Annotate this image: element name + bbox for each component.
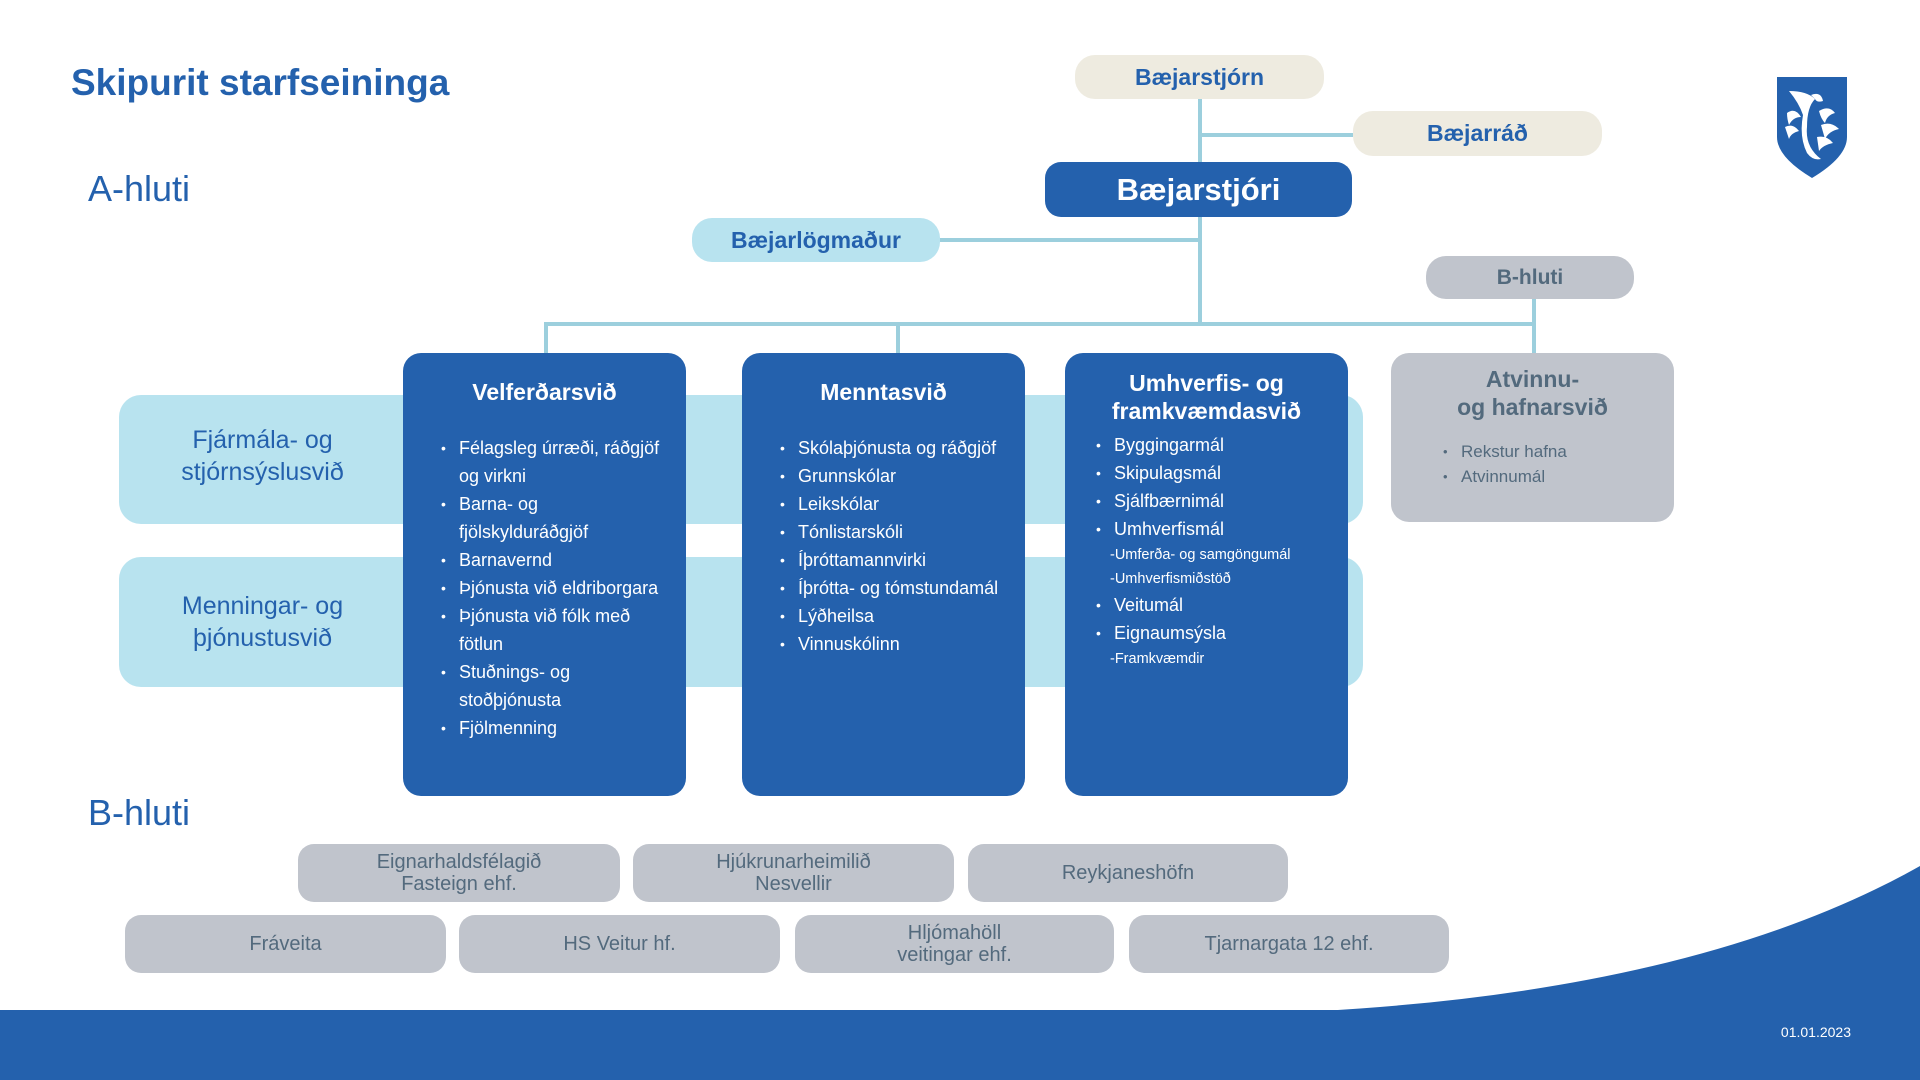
connector-board	[1200, 133, 1353, 137]
b-entity-line2: Fasteign ehf.	[401, 873, 517, 895]
division-title: Menntasvið	[820, 379, 947, 405]
section-label-b: B-hluti	[88, 792, 191, 833]
division-welfare[interactable]: Velferðarsvið Félagsleg úrræði, ráðgjöf …	[403, 353, 686, 796]
footer-bar	[0, 1010, 1920, 1080]
division-items: Félagsleg úrræði, ráðgjöf og virkni Barn…	[419, 434, 670, 742]
division-title-line2: og hafnarsvið	[1457, 394, 1608, 420]
division-subitem: -Framkvæmdir	[1110, 651, 1205, 667]
division-item: Veitumál	[1096, 591, 1332, 619]
connector-velferd	[544, 322, 548, 354]
division-item-text: Eignaumsýsla	[1114, 623, 1227, 643]
division-title-line2: framkvæmdasvið	[1111, 398, 1302, 424]
connector-mennta	[896, 322, 900, 354]
division-item: Eignaumsýsla -Framkvæmdir	[1096, 619, 1332, 671]
connector-b-part	[1532, 299, 1536, 354]
footer-date: 01.01.2023	[1780, 1024, 1851, 1040]
division-item: Þjónusta við eldriborgara	[441, 574, 670, 602]
division-item: Grunnskólar	[780, 462, 1009, 490]
division-item: Íþróttamannvirki	[780, 546, 1009, 574]
division-items: Rekstur hafna Atvinnumál	[1391, 439, 1674, 489]
division-title: Velferðarsvið	[472, 379, 617, 405]
coat-of-arms-shield-icon	[1777, 77, 1847, 178]
division-subitem: -Umferða- og samgöngumál	[1110, 547, 1291, 563]
division-item: Sjálfbærnimál	[1096, 487, 1332, 515]
support-unit-finance-admin[interactable]: Fjármála- og stjórnsýslusvið	[140, 424, 385, 488]
page-title: Skipurit starfseininga	[71, 62, 450, 103]
division-education[interactable]: Menntasvið Skólaþjónusta og ráðgjöf Grun…	[742, 353, 1025, 796]
division-title: Umhverfis- og framkvæmdasvið	[1081, 369, 1332, 425]
division-environment-works[interactable]: Umhverfis- og framkvæmdasvið Byggingarmá…	[1065, 353, 1348, 796]
division-item: Rekstur hafna	[1443, 439, 1674, 464]
node-legal[interactable]: Bæjarlögmaður	[692, 218, 940, 262]
b-entity[interactable]: Fráveita	[125, 915, 446, 973]
b-entity-line2: Nesvellir	[755, 873, 832, 895]
node-b-part[interactable]: B-hluti	[1426, 256, 1634, 299]
division-item: Tónlistarskóli	[780, 518, 1009, 546]
b-entity[interactable]: HS Veitur hf.	[459, 915, 780, 973]
division-item: Þjónusta við fólk með fötlun	[441, 602, 670, 658]
division-item: Félagsleg úrræði, ráðgjöf og virkni	[441, 434, 670, 490]
b-entity-line1: Fráveita	[249, 933, 322, 955]
division-title: Atvinnu- og hafnarsvið	[1391, 365, 1674, 421]
division-item: Lýðheilsa	[780, 602, 1009, 630]
support-unit-line2: stjórnsýslusvið	[181, 458, 344, 486]
division-item: Byggingarmál	[1096, 431, 1332, 459]
b-entity[interactable]: Reykjaneshöfn	[968, 844, 1288, 902]
division-item: Atvinnumál	[1443, 464, 1674, 489]
division-title-line1: Umhverfis- og	[1129, 370, 1284, 396]
division-item: Leikskólar	[780, 490, 1009, 518]
division-item: Skipulagsmál	[1096, 459, 1332, 487]
division-item: Fjölmenning	[441, 714, 670, 742]
division-subitem: -Umhverfismiðstöð	[1110, 571, 1231, 587]
b-entity-line1: HS Veitur hf.	[563, 933, 676, 955]
connector-mayor-down	[1198, 217, 1202, 326]
division-item: Barna- og fjölskylduráðgjöf	[441, 490, 670, 546]
node-council[interactable]: Bæjarstjórn	[1075, 55, 1324, 99]
connector-legal	[940, 238, 1200, 242]
division-item: Umhverfismál -Umferða- og samgöngumál -U…	[1096, 515, 1332, 591]
b-entity-line1: Hljómahöll	[907, 922, 1002, 944]
b-entity-line2: veitingar ehf.	[897, 944, 1012, 966]
support-unit-line2: þjónustusvið	[193, 624, 332, 652]
b-entity-line1: Hjúkrunarheimilið	[716, 851, 871, 873]
b-entity[interactable]: Tjarnargata 12 ehf.	[1129, 915, 1449, 973]
division-items: Byggingarmál Skipulagsmál Sjálfbærnimál …	[1081, 431, 1332, 671]
section-label-a: A-hluti	[88, 168, 191, 209]
support-unit-line1: Fjármála- og	[192, 426, 333, 454]
division-item: Barnavernd	[441, 546, 670, 574]
division-employment-harbour[interactable]: Atvinnu- og hafnarsvið Rekstur hafna Atv…	[1391, 353, 1674, 522]
connector-horizontal	[544, 322, 1536, 326]
b-entity-line1: Reykjaneshöfn	[1061, 862, 1195, 884]
division-item: Stuðnings- og stoðþjónusta	[441, 658, 670, 714]
node-mayor[interactable]: Bæjarstjóri	[1045, 162, 1352, 217]
division-item-text: Umhverfismál	[1114, 519, 1225, 539]
division-item: Skólaþjónusta og ráðgjöf	[780, 434, 1009, 462]
division-item: Vinnuskólinn	[780, 630, 1009, 658]
division-item: Íþrótta- og tómstundamál	[780, 574, 1009, 602]
b-entity-line1: Tjarnargata 12 ehf.	[1204, 933, 1374, 955]
b-entity-line1: Eignarhaldsfélagið	[376, 851, 542, 873]
node-board[interactable]: Bæjarráð	[1353, 111, 1602, 156]
support-unit-line1: Menningar- og	[181, 592, 344, 620]
division-items: Skólaþjónusta og ráðgjöf Grunnskólar Lei…	[758, 434, 1009, 658]
support-unit-culture-service[interactable]: Menningar- og þjónustusvið	[140, 590, 385, 654]
division-title-line1: Atvinnu-	[1485, 366, 1580, 392]
connector-council-mayor	[1198, 99, 1202, 163]
